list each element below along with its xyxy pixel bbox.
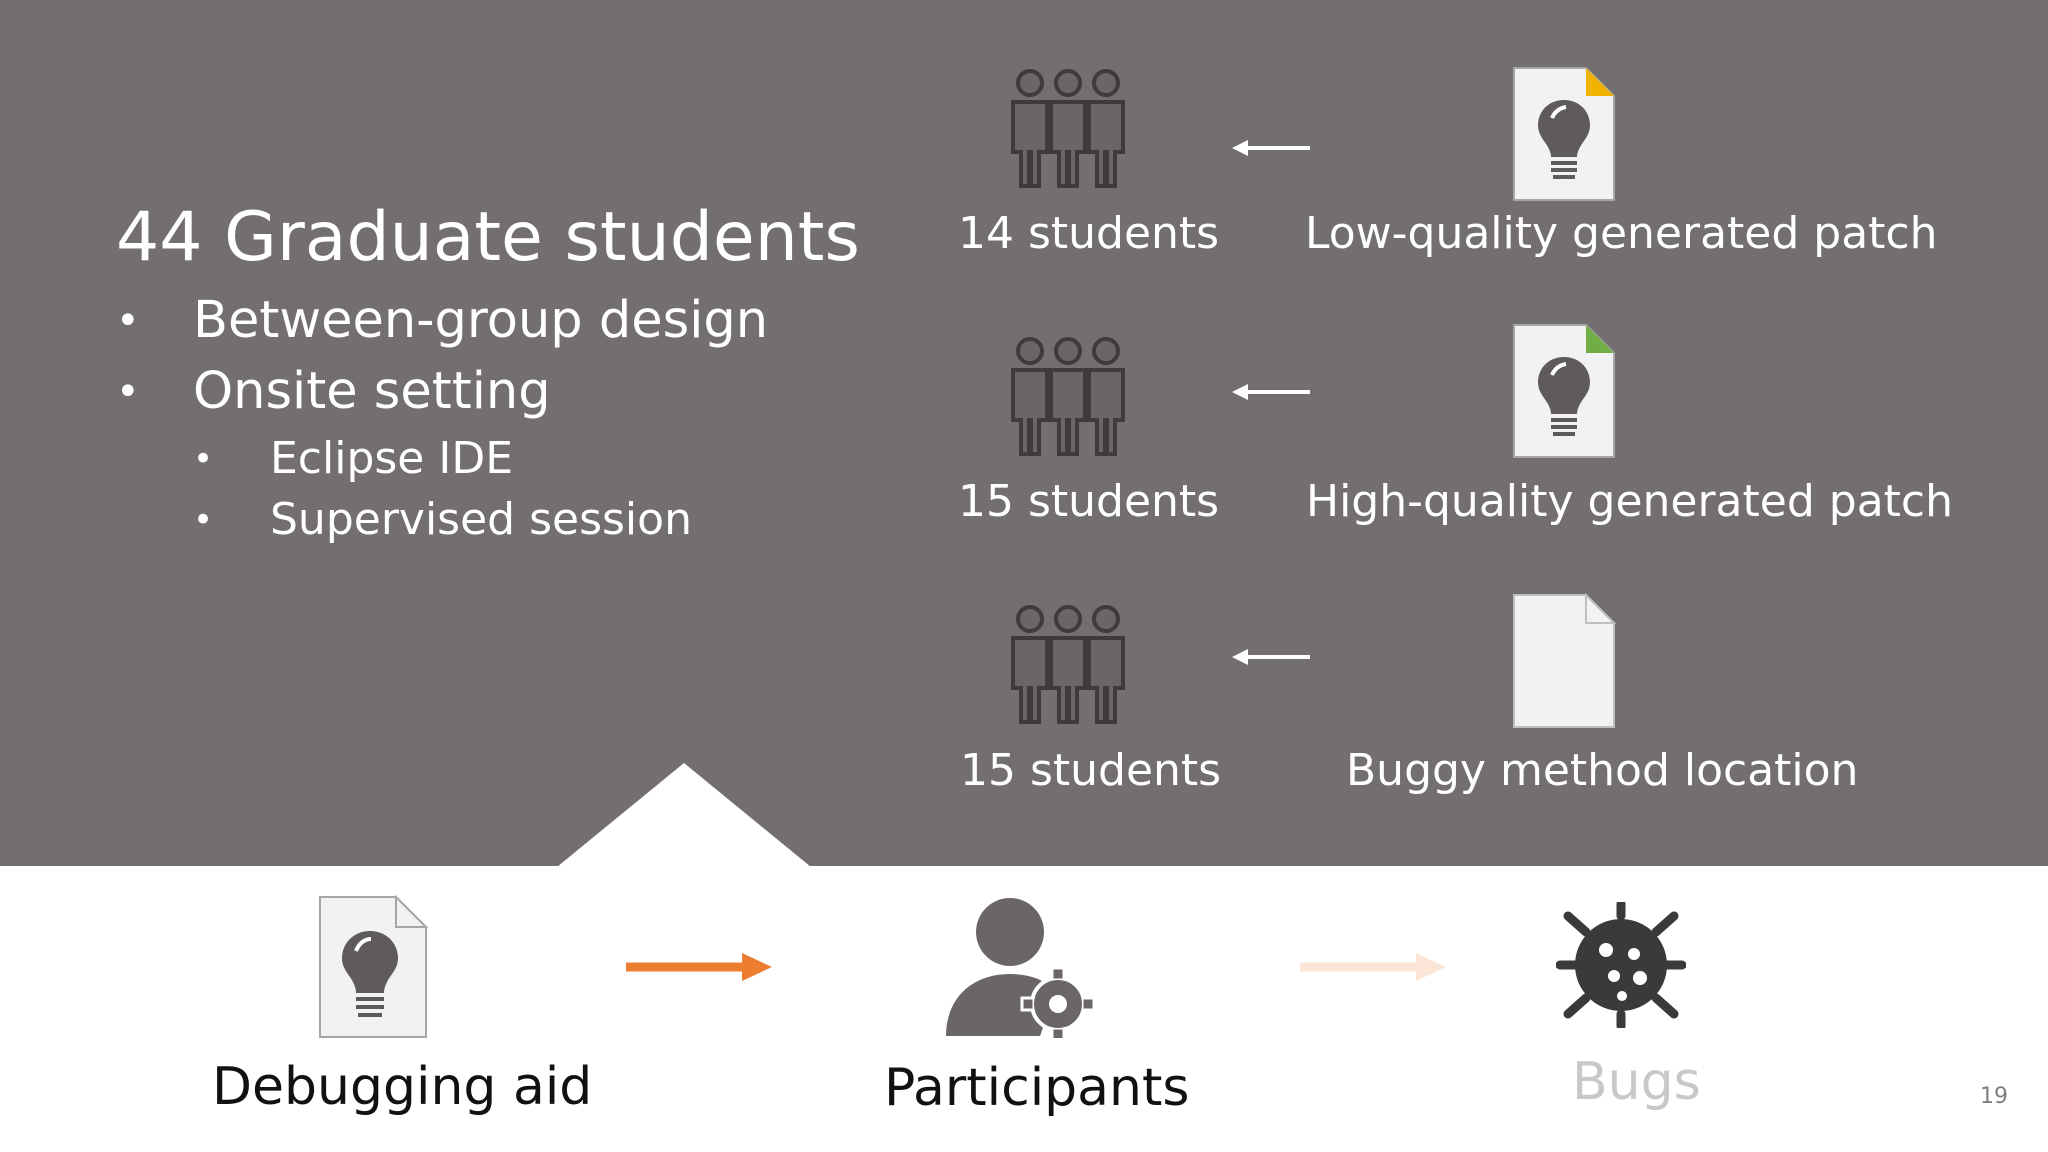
left-arrow-icon	[1232, 140, 1310, 156]
bullet-onsite: Onsite setting	[193, 362, 551, 421]
group-count: 15 students	[958, 476, 1220, 527]
group-count: 14 students	[958, 208, 1220, 259]
lightbulb-document-icon	[1513, 324, 1615, 458]
people-group-icon	[1011, 69, 1125, 188]
people-group-icon	[1011, 337, 1125, 456]
bullet-dot: •	[116, 298, 140, 344]
group-condition: Low-quality generated patch	[1305, 208, 1938, 259]
right-arrow-icon-faded	[1300, 953, 1446, 981]
lightbulb-document-icon	[1513, 67, 1615, 201]
page-corner	[1586, 325, 1614, 353]
left-arrow-icon	[1232, 384, 1310, 400]
blank-document-icon	[1513, 593, 1616, 728]
page-corner	[1586, 68, 1614, 96]
bullet-dot: •	[116, 369, 140, 415]
sub-bullet-dot: •	[193, 439, 214, 479]
user-gear-icon	[946, 898, 1094, 1038]
bug-icon	[1556, 902, 1686, 1028]
group-count: 15 students	[960, 745, 1222, 796]
right-arrow-icon	[626, 953, 772, 981]
slide-title: 44 Graduate students	[116, 198, 860, 277]
lightbulb-document-icon	[319, 895, 428, 1038]
sub-bullet-dot: •	[193, 500, 214, 540]
page-corner	[1585, 593, 1616, 624]
flow-label-debugging-aid: Debugging aid	[212, 1057, 593, 1117]
flow-label-bugs: Bugs	[1572, 1052, 1701, 1112]
group-condition: High-quality generated patch	[1306, 476, 1953, 527]
page-number: 19	[1980, 1084, 2008, 1109]
sub-bullet-supervised: Supervised session	[270, 494, 692, 545]
flow-label-participants: Participants	[884, 1058, 1190, 1118]
section-pointer	[557, 763, 811, 867]
sub-bullet-eclipse: Eclipse IDE	[270, 433, 514, 484]
bullet-between-group: Between-group design	[193, 291, 769, 350]
people-group-icon	[1011, 605, 1125, 724]
left-arrow-icon	[1232, 649, 1310, 665]
group-condition: Buggy method location	[1346, 745, 1859, 796]
